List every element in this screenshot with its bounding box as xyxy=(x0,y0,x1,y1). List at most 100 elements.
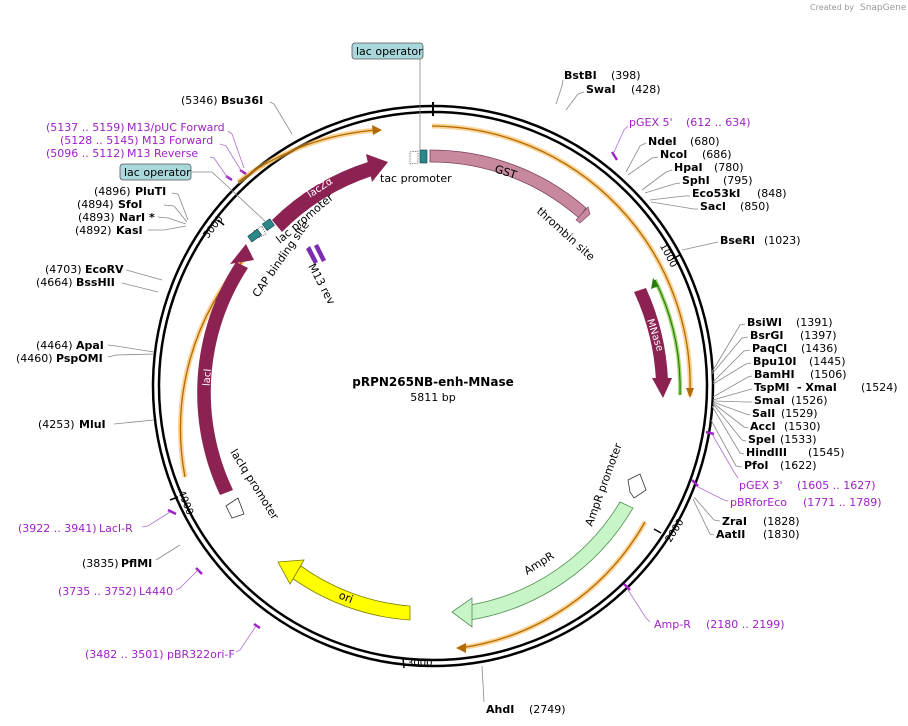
primer-ampr-range: (2180 .. 2199) xyxy=(706,618,785,631)
site-pluti-name: PluTI xyxy=(135,185,166,198)
site-swai-name: SwaI xyxy=(586,83,616,96)
site-pspomi-name: PspOMI xyxy=(56,352,103,365)
primer-m13-reverse-name: M13 Reverse xyxy=(127,147,198,160)
translated-regions xyxy=(178,123,694,653)
primer-l4440-mark xyxy=(195,567,203,575)
site-eco53ki-name: Eco53kI xyxy=(692,187,740,200)
primer-m13puc-leader xyxy=(227,130,245,169)
primer-pbrforeco-leader xyxy=(695,485,729,502)
site-tspmi-pos: (1524) xyxy=(861,381,898,394)
tick-2000 xyxy=(653,528,662,534)
lac-operator-callout-left-leader xyxy=(191,171,267,223)
site-ndei-pos: (680) xyxy=(690,135,720,148)
site-spei-pos: (1533) xyxy=(780,433,817,446)
leader-hpai xyxy=(641,169,673,191)
ampr-region-arrowhead xyxy=(456,643,466,653)
primer-pgex5-mark xyxy=(610,151,619,161)
primer-binding-sites: pGEX 5' (612 .. 634) pGEX 3' (1605 .. 16… xyxy=(18,116,882,661)
primer-m13puc-range: (5137 .. 5159) xyxy=(46,121,125,134)
leader-mlui xyxy=(113,419,155,425)
leader-eco53ki xyxy=(649,195,690,201)
leader-pfoi xyxy=(710,419,743,468)
leader-bstbi xyxy=(555,79,564,105)
leader-pflmi xyxy=(155,544,181,561)
leader-spei xyxy=(712,403,747,442)
leader-bpu10i xyxy=(712,362,752,385)
lac-operator-box-2 xyxy=(261,218,275,232)
primer-laci-r-range: (3922 .. 3941) xyxy=(18,522,97,535)
site-pflmi-pos: (3835) xyxy=(82,557,119,570)
primer-pgex3-range: (1605 .. 1627) xyxy=(797,479,876,492)
primer-pgex5-range: (612 .. 634) xyxy=(686,116,751,129)
cap-binding-site-box xyxy=(247,228,263,243)
lac-operator-callout-top xyxy=(351,42,424,60)
site-apai-pos: (4464) xyxy=(36,339,73,352)
primer-m13-forward-range: (5128 .. 5145) xyxy=(60,134,139,147)
ori-label: ori xyxy=(337,589,355,606)
site-sphi-pos: (795) xyxy=(723,174,753,187)
leader-aatii xyxy=(692,498,715,536)
primer-pgex3-mark xyxy=(705,430,715,436)
site-zrai-pos: (1828) xyxy=(763,515,800,528)
thrombin-site-box xyxy=(575,206,591,224)
lac-operator-callout-left-label: lac operator xyxy=(124,166,191,179)
leader-sali xyxy=(712,401,751,416)
site-nari-pos: (4893) xyxy=(78,211,115,224)
leader-bsu36i xyxy=(269,101,293,135)
leader-saci xyxy=(650,201,698,210)
site-bsu36i-pos: (5346) xyxy=(181,94,218,107)
tick-label-2000: 2000 xyxy=(664,517,687,544)
laciq-promoter-arrow xyxy=(225,497,245,519)
primer-m13puc-name: M13/pUC Forward xyxy=(127,121,225,134)
lacza-region-arc xyxy=(237,129,379,183)
site-swai-pos: (428) xyxy=(631,83,661,96)
leader-bamhi xyxy=(712,375,753,398)
site-ecorv-pos: (4703) xyxy=(45,263,82,276)
site-sali-name: SalI xyxy=(752,407,775,420)
lacza-arrow-body xyxy=(272,162,372,232)
laci-arrow-body xyxy=(197,262,248,495)
site-smai-name: SmaI xyxy=(754,394,785,407)
leader-bsshii xyxy=(121,282,159,293)
site-ahdi-pos: (2749) xyxy=(529,703,566,716)
leader-apai xyxy=(107,344,155,353)
site-acci-pos: (1530) xyxy=(784,420,821,433)
leader-pluti xyxy=(171,192,189,221)
leader-pspomi xyxy=(107,353,155,358)
tac-promoter-label: tac promoter xyxy=(380,172,452,185)
site-smai-pos: (1526) xyxy=(791,394,828,407)
primer-pgex5-name: pGEX 5' xyxy=(629,116,673,129)
site-bsshii-pos: (4664) xyxy=(36,276,73,289)
site-saci-name: SacI xyxy=(700,200,726,213)
restriction-sites-right: BstBI (398) SwaI (428) NdeI (680) NcoI (… xyxy=(481,69,898,716)
primer-pgex5-leader xyxy=(613,125,629,153)
tick-label-5000: 5000 xyxy=(201,214,225,241)
leader-bseri xyxy=(681,241,719,251)
restriction-sites-left: (3835) PflMI (4253) MluI (4460) PspOMI (… xyxy=(16,94,293,570)
site-bpu10i-pos: (1445) xyxy=(809,355,846,368)
lac-operator-box xyxy=(419,149,428,164)
site-saci-pos: (850) xyxy=(740,200,770,213)
ampr-region-arc xyxy=(459,521,646,649)
primer-pbr322ori-range: (3482 .. 3501) xyxy=(85,648,164,661)
primer-l4440-leader xyxy=(175,569,199,591)
ori-arrowhead xyxy=(277,559,305,585)
primer-m13-rev-leader xyxy=(209,156,229,179)
site-hpai-name: HpaI xyxy=(674,161,703,174)
site-pluti-pos: (4896) xyxy=(94,185,131,198)
site-bsiwi-name: BsiWI xyxy=(747,316,782,329)
primer-pgex3-name: pGEX 3' xyxy=(739,479,783,492)
primer-pbr322ori-leader xyxy=(235,625,257,653)
primer-laci-r-name: LacI-R xyxy=(99,522,133,535)
m13-rev-arrow-2 xyxy=(314,244,326,262)
primer-pbr322ori-mark xyxy=(253,622,261,630)
mnase-region-arrowhead xyxy=(651,278,659,289)
primer-pgex3-leader xyxy=(711,433,739,479)
primer-m13-forward-name: M13 Forward xyxy=(142,134,213,147)
site-bsu36i-name: Bsu36I xyxy=(221,94,263,107)
primer-pbr322ori-name: pBR322ori-F xyxy=(167,648,235,661)
primer-pbrforeco-mark xyxy=(691,479,699,487)
leader-nari xyxy=(157,216,187,225)
tick-label-3000: 3000 xyxy=(407,658,432,669)
